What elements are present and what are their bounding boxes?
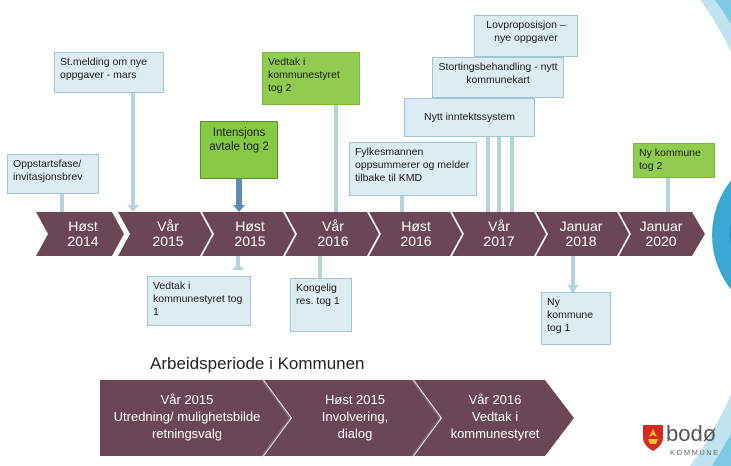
box-ny-kommune-tog2: Ny kommune tog 2 bbox=[633, 143, 715, 178]
stage-3-line2: 2015 bbox=[234, 233, 266, 249]
stage-label-6: Vår 2017 bbox=[460, 219, 538, 249]
phase-1-line3: retningsvalg bbox=[151, 426, 223, 441]
box-vedtak-tog2: Vedtak i kommunestyret tog 2 bbox=[262, 52, 360, 105]
box-vedtak-tog1: Vedtak i kommunestyret tog 1 bbox=[147, 276, 251, 326]
stage-label-1: Høst 2014 bbox=[48, 219, 118, 249]
stage-7-line1: Januar bbox=[559, 218, 603, 234]
connector-ny-kommune-tog2 bbox=[666, 178, 670, 212]
phase-3-line3: kommunestyret bbox=[450, 426, 540, 441]
phase-1: Vår 2015 Utredning/ mulighetsbilde retni… bbox=[102, 391, 272, 442]
box-kongelig: Kongelig res. tog 1 bbox=[290, 278, 352, 332]
chevron-2 bbox=[118, 212, 212, 256]
box-fylkesmannen: Fylkesmannen oppsummerer og melder tilba… bbox=[349, 142, 477, 196]
box-inntekt: Nytt inntektssystem bbox=[404, 98, 535, 137]
stage-2-line2: 2015 bbox=[152, 233, 184, 249]
chevron-5 bbox=[369, 212, 462, 256]
connector-fylkesmannen bbox=[400, 196, 404, 212]
box-stmelding: St.melding om nye oppgaver - mars bbox=[54, 52, 164, 93]
stage-1-line2: 2014 bbox=[67, 233, 99, 249]
phase-1-line2: Utredning/ mulighetsbilde bbox=[113, 409, 261, 424]
phase-3-line1: Vår 2016 bbox=[468, 392, 522, 407]
phase-2-line3: dialog bbox=[337, 426, 373, 441]
stage-label-3: Høst 2015 bbox=[212, 219, 288, 249]
logo-name: bodø bbox=[666, 421, 717, 446]
connector-inntekt-3 bbox=[510, 137, 514, 212]
phase-2-line2: Involvering, bbox=[321, 409, 389, 424]
logo-sub: KOMMUNE bbox=[670, 448, 720, 457]
phase-3-line2: Vedtak i bbox=[471, 409, 519, 424]
arrowhead-vedtak-tog1 bbox=[232, 263, 244, 270]
chevron-4 bbox=[285, 212, 379, 256]
stage-3-line1: Høst bbox=[235, 218, 265, 234]
chevron-6 bbox=[452, 212, 546, 256]
stage-7-line2: 2018 bbox=[565, 233, 597, 249]
stage-2-line1: Vår bbox=[157, 218, 179, 234]
phase-2: Høst 2015 Involvering, dialog bbox=[282, 391, 428, 442]
connector-inntekt-2 bbox=[497, 137, 501, 212]
stage-label-7: Januar 2018 bbox=[542, 219, 620, 249]
box-intensjon: Intensjons avtale tog 2 bbox=[200, 121, 278, 179]
stage-8-line1: Januar bbox=[639, 218, 683, 234]
phase-3: Vår 2016 Vedtak i kommunestyret bbox=[432, 391, 558, 442]
connector-vedtak-tog2 bbox=[334, 105, 338, 212]
stage-1-line1: Høst bbox=[68, 218, 98, 234]
connector-ny-kommune-tog1 bbox=[571, 256, 575, 292]
stage-8-line2: 2020 bbox=[645, 233, 677, 249]
connector-stmelding bbox=[131, 93, 135, 205]
stage-label-4: Vår 2016 bbox=[294, 219, 372, 249]
chevron-7 bbox=[536, 212, 629, 256]
box-ny-kommune-tog1: Ny kommune tog 1 bbox=[541, 292, 611, 345]
chevron-8 bbox=[619, 212, 705, 256]
box-storting: Stortingsbehandling - nytt kommunekart bbox=[432, 57, 564, 98]
connector-inntekt-1 bbox=[486, 137, 490, 212]
connector-intensjon bbox=[236, 179, 242, 205]
phase-2-line1: Høst 2015 bbox=[325, 392, 385, 407]
phase-1-line1: Vår 2015 bbox=[160, 392, 214, 407]
connector-oppstart bbox=[60, 194, 64, 212]
connector-kongelig bbox=[318, 256, 322, 278]
arrowhead-intensjon bbox=[233, 205, 245, 212]
arrowhead-stmelding bbox=[127, 205, 139, 212]
box-oppstart: Oppstartsfase/ invitasjonsbrev bbox=[7, 154, 99, 194]
chevron-3 bbox=[202, 212, 295, 256]
stage-4-line2: 2016 bbox=[317, 233, 349, 249]
stage-4-line1: Vår bbox=[322, 218, 344, 234]
bodo-crest-icon bbox=[643, 425, 663, 451]
stage-6-line1: Vår bbox=[488, 218, 510, 234]
stage-5-line1: Høst bbox=[401, 218, 431, 234]
stage-label-8: Januar 2020 bbox=[624, 219, 698, 249]
workperiod-title: Arbeidsperiode i Kommunen bbox=[150, 354, 365, 373]
box-lovprop: Lovproposisjon – nye oppgaver bbox=[474, 15, 578, 57]
chevron-1 bbox=[36, 212, 124, 256]
stage-6-line2: 2017 bbox=[483, 233, 515, 249]
stage-5-line2: 2016 bbox=[400, 233, 432, 249]
stage-label-5: Høst 2016 bbox=[378, 219, 454, 249]
arrowhead-ny-kommune-tog1 bbox=[567, 285, 579, 292]
stage-label-2: Vår 2015 bbox=[130, 219, 206, 249]
